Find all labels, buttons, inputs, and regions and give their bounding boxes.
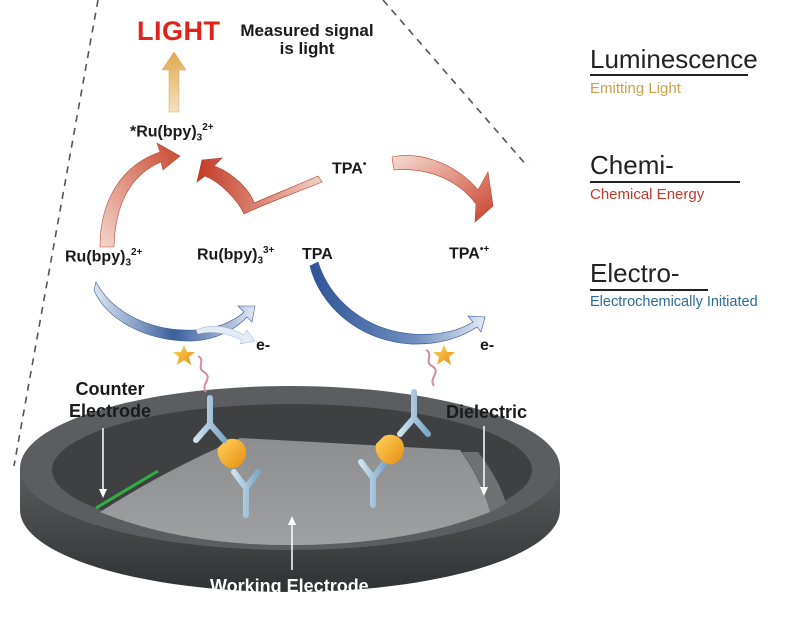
oxidized-ruthenium-label: Ru(bpy)33+ [197, 245, 274, 267]
oxidized-ruthenium-sub: 3 [257, 255, 263, 267]
measured-signal-line-1: Measured signal [240, 21, 374, 40]
red-arc-right [391, 155, 494, 223]
excited-ruthenium-sub: 3 [196, 132, 203, 144]
working-electrode-surface [100, 438, 490, 545]
side-rule-electro [590, 289, 708, 291]
electron-left-label: e- [256, 337, 271, 354]
working-pointer-head [288, 516, 296, 525]
light-emission-arrow [161, 51, 187, 113]
electron-right-label: e- [480, 337, 495, 354]
counter-electrode-line-2: Electrode [68, 401, 152, 421]
light-label: LIGHT [137, 16, 221, 46]
side-rule-chemi [590, 181, 740, 183]
cone-dashed-line-left [13, 0, 99, 467]
tpa-cation-text: TPA [449, 245, 480, 263]
counter-pointer-head [99, 489, 107, 498]
detection-antibody-left [193, 395, 227, 443]
antigen-left [217, 438, 246, 469]
counter-electrode-label: Counter Electrode [66, 378, 154, 422]
excited-ruthenium-label: *Ru(bpy)32+ [130, 122, 214, 144]
side-title-luminescence: Luminescence [590, 44, 758, 74]
side-rule-luminescence [590, 74, 748, 76]
tpa-cation-label: TPA•+ [449, 244, 489, 263]
ground-ruthenium-sup: 2+ [131, 247, 143, 258]
side-subtitle-electro: Electrochemically Initiated [590, 294, 758, 310]
counter-electrode-strip [95, 469, 159, 510]
blue-arc-left [93, 281, 256, 342]
ground-ruthenium-sub: 3 [125, 257, 131, 269]
side-title-electro: Electro- [590, 258, 680, 288]
capture-antibody-left [231, 469, 261, 518]
measured-signal-line-2: is light [279, 39, 335, 58]
ground-ruthenium-label: Ru(bpy)32+ [65, 247, 142, 269]
red-arc-left [99, 142, 181, 248]
antigen-right [375, 434, 404, 465]
red-arc-center [196, 157, 323, 215]
working-electrode-label: Working Electrode [210, 576, 369, 596]
side-title-chemi: Chemi- [590, 150, 674, 180]
star-label-left [173, 345, 195, 365]
detection-antibody-right [397, 389, 431, 437]
blue-arc-right [309, 261, 486, 345]
linker-right [425, 349, 437, 387]
oxidized-ruthenium-sup: 3+ [263, 245, 275, 256]
tpa-radical-label: TPA• [332, 159, 366, 178]
side-subtitle-chemi: Chemical Energy [590, 186, 705, 203]
excited-ruthenium-sup: 2+ [202, 122, 214, 133]
cone-dashed-line-right [382, 0, 529, 168]
linker-left [197, 355, 209, 393]
tpa-label: TPA [302, 246, 333, 263]
blue-arc-left-branch [195, 325, 256, 345]
antibody-sandwich-right [358, 345, 455, 508]
tpa-radical-text: TPA [332, 160, 363, 178]
oxidized-ruthenium-text: Ru(bpy) [197, 246, 258, 264]
star-label-right [433, 345, 455, 365]
counter-electrode-line-1: Counter [75, 379, 145, 399]
dielectric-label: Dielectric [446, 402, 528, 422]
dielectric-pointer-head [480, 487, 488, 496]
tpa-radical-sup: • [362, 159, 367, 170]
measured-signal-note: Measured signal is light [232, 22, 382, 58]
ground-ruthenium-text: Ru(bpy) [65, 248, 126, 266]
tpa-cation-sup: •+ [479, 244, 490, 255]
excited-ruthenium-text: *Ru(bpy) [130, 123, 197, 141]
side-subtitle-luminescence: Emitting Light [590, 80, 681, 97]
capture-antibody-right [358, 459, 388, 508]
antibody-sandwich-left [173, 345, 261, 518]
